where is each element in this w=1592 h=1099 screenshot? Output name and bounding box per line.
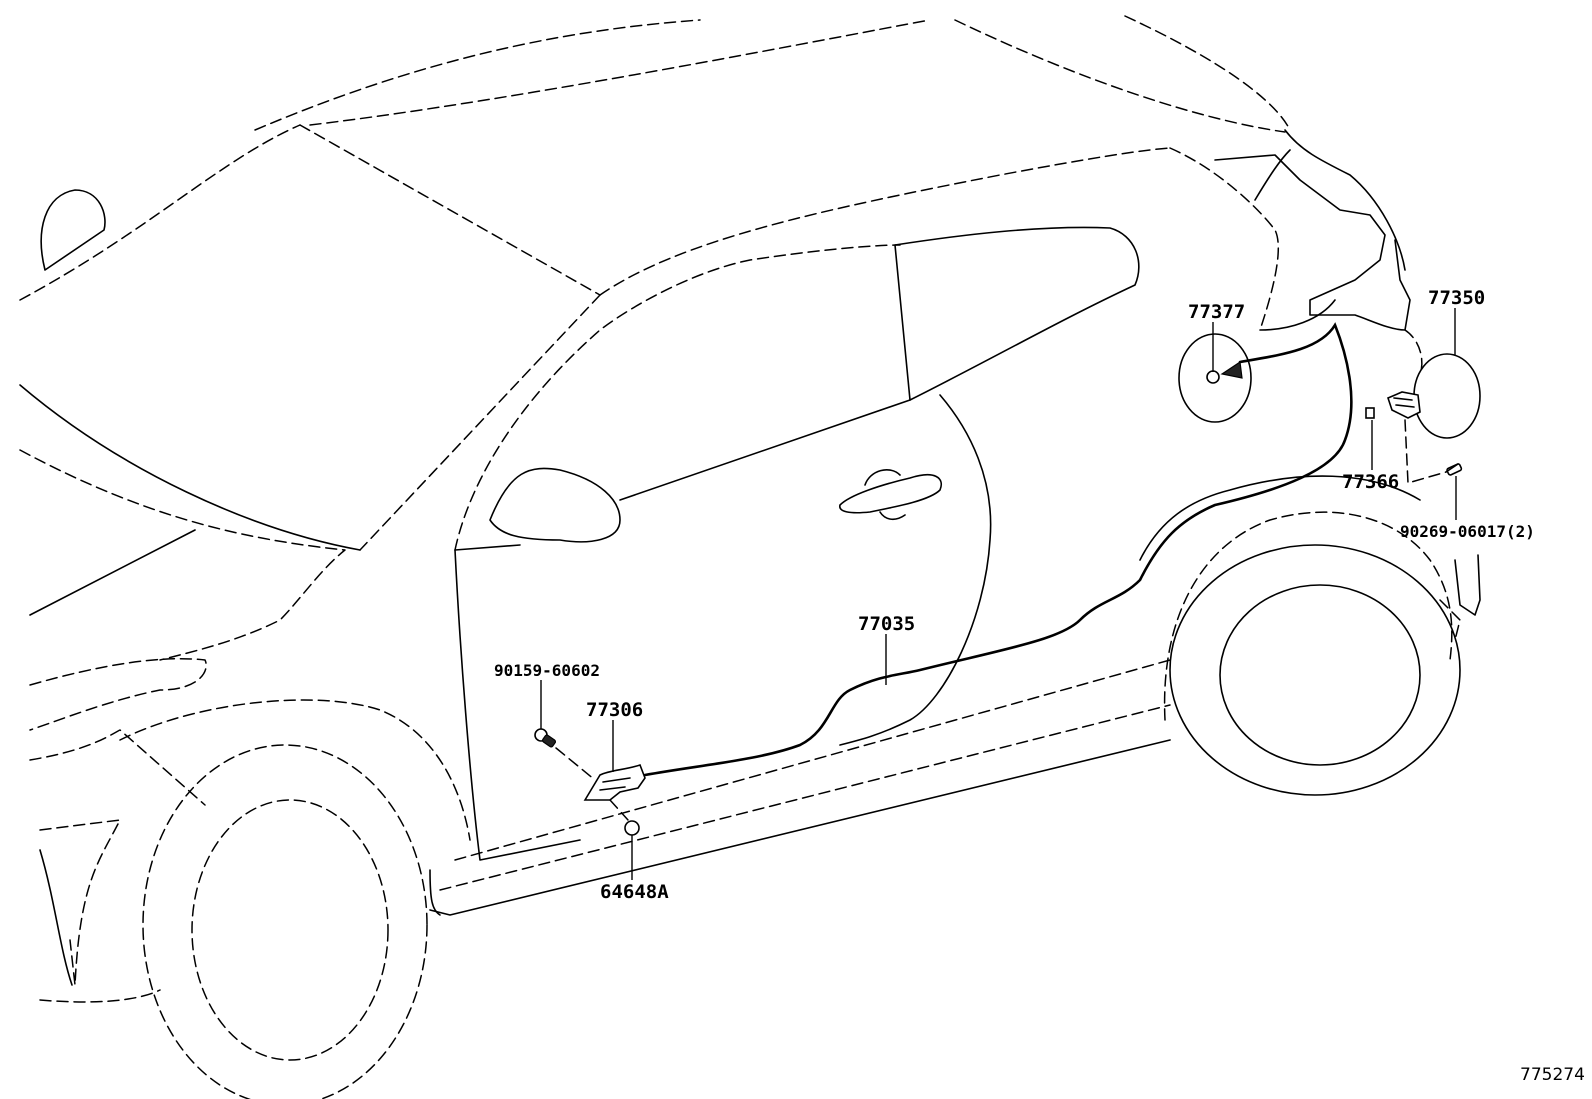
screw-to-lever-line	[555, 747, 596, 781]
fuel-lid-cable	[643, 322, 1353, 777]
label-77350: 77350	[1428, 287, 1485, 309]
part-77377-lock	[1178, 333, 1252, 423]
door-handle	[839, 474, 942, 514]
bolt-to-lid-line	[1404, 419, 1447, 484]
part-90269-06017-bolt	[1445, 463, 1463, 476]
figure-number: 775274	[1520, 1065, 1585, 1085]
shoulder-line	[599, 147, 1171, 296]
part-90159-60602-screw	[534, 728, 557, 748]
rear-wheel-outer	[1169, 544, 1461, 796]
rear-wheel-inner	[1219, 584, 1421, 766]
label-64648a: 64648A	[600, 881, 669, 903]
part-64648a-clip	[624, 820, 640, 836]
front-door	[454, 244, 901, 551]
label-90269-06017: 90269-06017(2)	[1400, 522, 1535, 541]
b-pillar	[894, 244, 911, 401]
part-77366-clip	[1365, 407, 1375, 419]
label-77366: 77366	[1342, 471, 1399, 493]
rocker-panel	[429, 739, 1171, 916]
front-wheel-outer	[142, 744, 428, 1099]
label-77377: 77377	[1188, 301, 1245, 323]
side-mirror	[40, 189, 106, 271]
leader-lines	[540, 308, 1457, 880]
label-90159-60602: 90159-60602	[494, 661, 600, 680]
roof-line	[254, 19, 701, 131]
rear-door	[839, 394, 992, 746]
rear-wheel-arch	[1163, 511, 1453, 721]
label-77306: 77306	[586, 699, 643, 721]
front-wheel-inner	[191, 799, 389, 1061]
label-77035: 77035	[858, 613, 915, 635]
clip-to-lever-line	[609, 799, 629, 821]
vehicle-body	[19, 15, 1481, 1099]
part-77306-opener-lever	[583, 763, 646, 801]
part-77350-fuel-lid	[1387, 353, 1481, 439]
windshield	[19, 124, 301, 301]
